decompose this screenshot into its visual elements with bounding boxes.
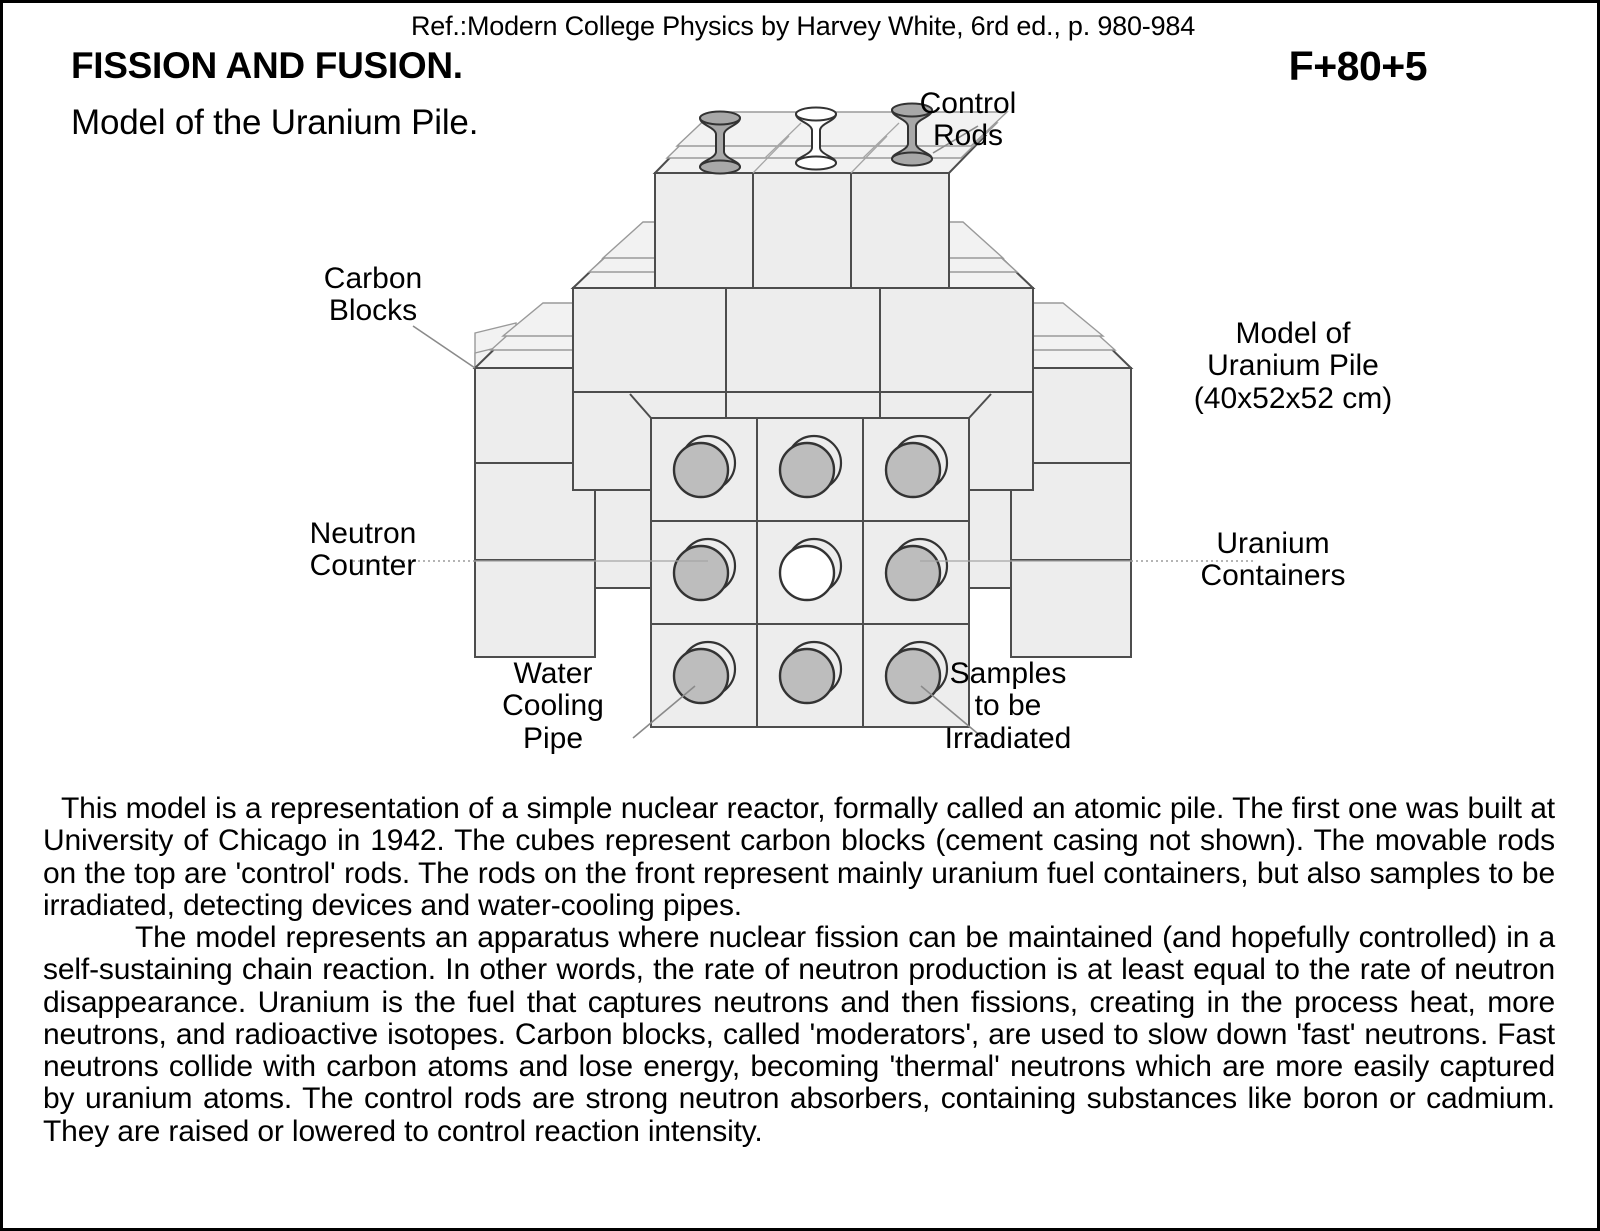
label-model-dimensions: Model of Uranium Pile (40x52x52 cm) <box>1193 317 1393 415</box>
page-subtitle: Model of the Uranium Pile. <box>71 103 479 142</box>
label-neutron-counter: Neutron Counter <box>309 517 417 583</box>
label-control-rods: Control Rods <box>919 87 1017 153</box>
paragraph-2: The model represents an apparatus where … <box>43 921 1555 1148</box>
label-water-cooling-pipe: Water Cooling Pipe <box>502 657 604 755</box>
control-rod-right <box>890 102 934 167</box>
body-text: This model is a representation of a simp… <box>43 792 1555 1148</box>
paragraph-1: This model is a representation of a simp… <box>43 792 1555 922</box>
leader-water-pipe <box>632 685 696 739</box>
label-uranium-containers: Uranium Containers <box>1200 527 1346 593</box>
leader-control-rods <box>932 125 979 154</box>
control-rod-left <box>698 110 742 175</box>
front-panel <box>650 417 970 728</box>
pile-illustration: .bf { fill:#ededed; stroke:#4d4d4d; stro… <box>353 102 1253 739</box>
catalog-code: F+80+5 <box>1288 43 1428 89</box>
leader-samples <box>920 685 984 739</box>
cylinder-grid <box>672 434 949 705</box>
control-rod-center <box>794 106 838 171</box>
label-samples-irradiated: Samples to be Irradiated <box>944 657 1072 755</box>
reference-line: Ref.:Modern College Physics by Harvey Wh… <box>410 11 1196 41</box>
page-title: FISSION AND FUSION. <box>71 45 463 86</box>
leader-carbon-blocks <box>412 325 476 369</box>
label-carbon-blocks: Carbon Blocks <box>323 262 423 328</box>
uranium-pile-diagram: .bf { fill:#ededed; stroke:#4d4d4d; stro… <box>3 78 1600 783</box>
